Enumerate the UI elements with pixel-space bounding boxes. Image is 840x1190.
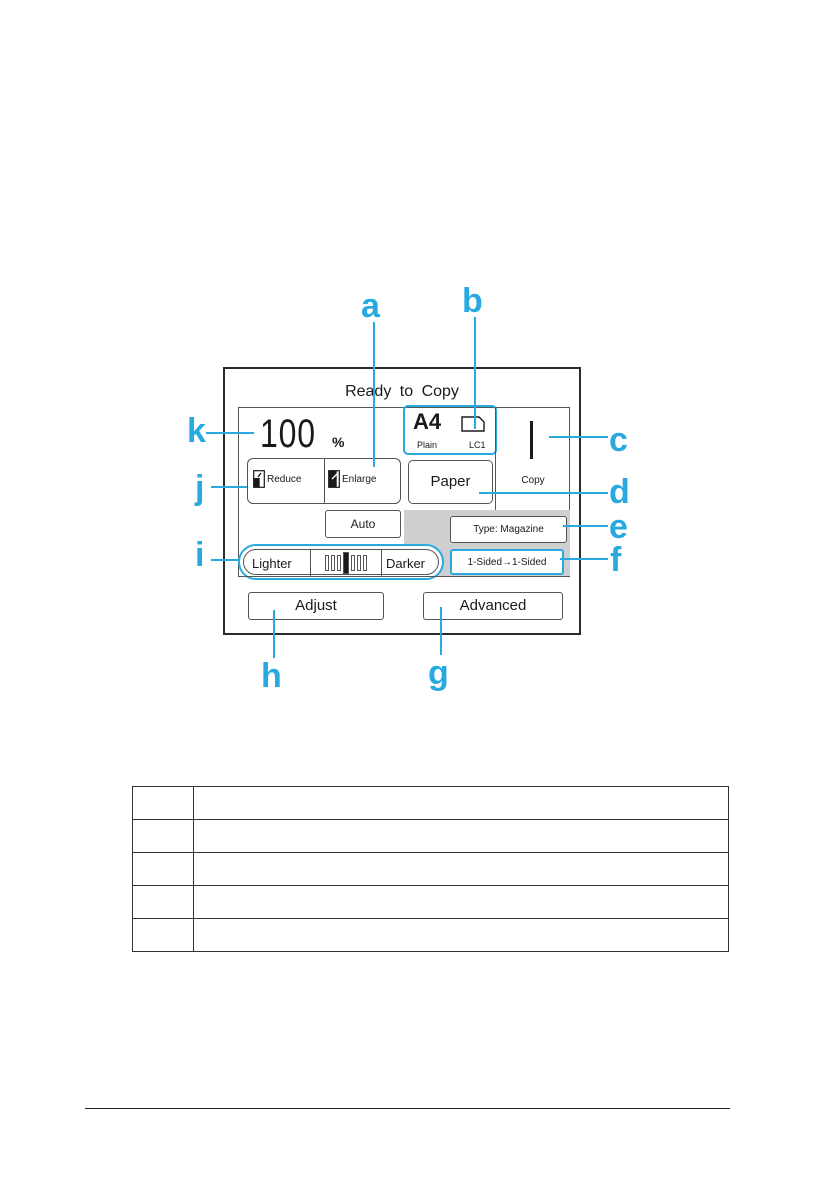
ratio-value: 100 xyxy=(260,412,316,456)
leader-f xyxy=(560,558,608,560)
table-key-cell xyxy=(132,786,194,820)
table-desc-cell xyxy=(193,819,729,853)
density-control: Lighter Darker xyxy=(238,544,444,580)
callout-k: k xyxy=(187,412,206,450)
paper-setting-indicator: A4 Plain LC1 xyxy=(403,405,497,455)
table-key-cell xyxy=(132,885,194,919)
duplex-button[interactable]: 1-Sided→1-Sided xyxy=(450,549,564,575)
density-current-segment xyxy=(343,552,349,574)
callout-table xyxy=(132,786,729,952)
reduce-label: Reduce xyxy=(267,473,302,485)
advanced-button[interactable]: Advanced xyxy=(423,592,563,620)
density-segment xyxy=(337,555,341,571)
paper-button[interactable]: Paper xyxy=(408,460,493,504)
leader-g xyxy=(440,607,442,655)
bottom-divider xyxy=(238,576,570,577)
density-segment xyxy=(357,555,361,571)
callout-f: f xyxy=(610,541,622,579)
copies-area: Copy xyxy=(495,407,570,517)
reduce-button[interactable]: Reduce xyxy=(253,470,301,488)
callout-i: i xyxy=(195,536,205,574)
callout-b: b xyxy=(462,282,483,320)
density-segment xyxy=(363,555,367,571)
table-key-cell xyxy=(132,852,194,886)
reduce-enlarge-divider xyxy=(324,459,325,503)
copies-digit xyxy=(530,421,533,459)
copies-label: Copy xyxy=(521,475,545,486)
callout-j: j xyxy=(195,469,205,507)
reduce-enlarge-group: Reduce Enlarge xyxy=(247,458,401,504)
callout-c: c xyxy=(609,421,628,459)
leader-a xyxy=(373,322,375,467)
ratio-unit: % xyxy=(332,434,345,450)
panel-title: Ready to Copy xyxy=(345,383,459,400)
table-desc-cell xyxy=(193,918,729,952)
adjust-button[interactable]: Adjust xyxy=(248,592,384,620)
table-row xyxy=(132,786,729,820)
density-segment xyxy=(331,555,335,571)
leader-d xyxy=(479,492,608,494)
callout-d: d xyxy=(609,473,630,511)
density-segment xyxy=(325,555,329,571)
paper-size: A4 xyxy=(413,409,442,434)
density-segment xyxy=(351,555,355,571)
leader-e xyxy=(563,525,608,527)
table-key-cell xyxy=(132,918,194,952)
callout-g: g xyxy=(428,654,449,692)
enlarge-icon xyxy=(328,470,340,488)
enlarge-label: Enlarge xyxy=(342,473,377,485)
table-desc-cell xyxy=(193,852,729,886)
density-frame: Lighter Darker xyxy=(243,549,439,576)
table-row xyxy=(132,819,729,853)
lighter-button[interactable]: Lighter xyxy=(252,556,292,571)
leader-c xyxy=(549,436,608,438)
callout-a: a xyxy=(361,287,380,325)
leader-k xyxy=(206,432,254,434)
table-desc-cell xyxy=(193,786,729,820)
darker-button[interactable]: Darker xyxy=(386,556,426,571)
table-row xyxy=(132,918,729,952)
paper-sheet-icon xyxy=(461,416,485,432)
lcd-panel: Ready to Copy 100 % A4 Plain LC1 Copy Re… xyxy=(223,367,581,635)
callout-e: e xyxy=(609,508,628,546)
table-row xyxy=(132,852,729,886)
auto-button[interactable]: Auto xyxy=(325,510,401,538)
table-key-cell xyxy=(132,819,194,853)
callout-h: h xyxy=(261,657,282,695)
enlarge-button[interactable]: Enlarge xyxy=(328,470,376,488)
footer-rule xyxy=(85,1108,730,1109)
leader-j xyxy=(211,486,247,488)
leader-h xyxy=(273,610,275,658)
copy-ratio: 100 % xyxy=(260,412,344,457)
document-type-button[interactable]: Type: Magazine xyxy=(450,516,567,543)
table-row xyxy=(132,885,729,919)
table-desc-cell xyxy=(193,885,729,919)
reduce-icon xyxy=(253,470,265,488)
paper-source: LC1 xyxy=(469,440,486,450)
leader-i xyxy=(211,559,239,561)
paper-type: Plain xyxy=(417,440,438,450)
density-scale xyxy=(310,550,382,576)
leader-b xyxy=(474,317,476,429)
